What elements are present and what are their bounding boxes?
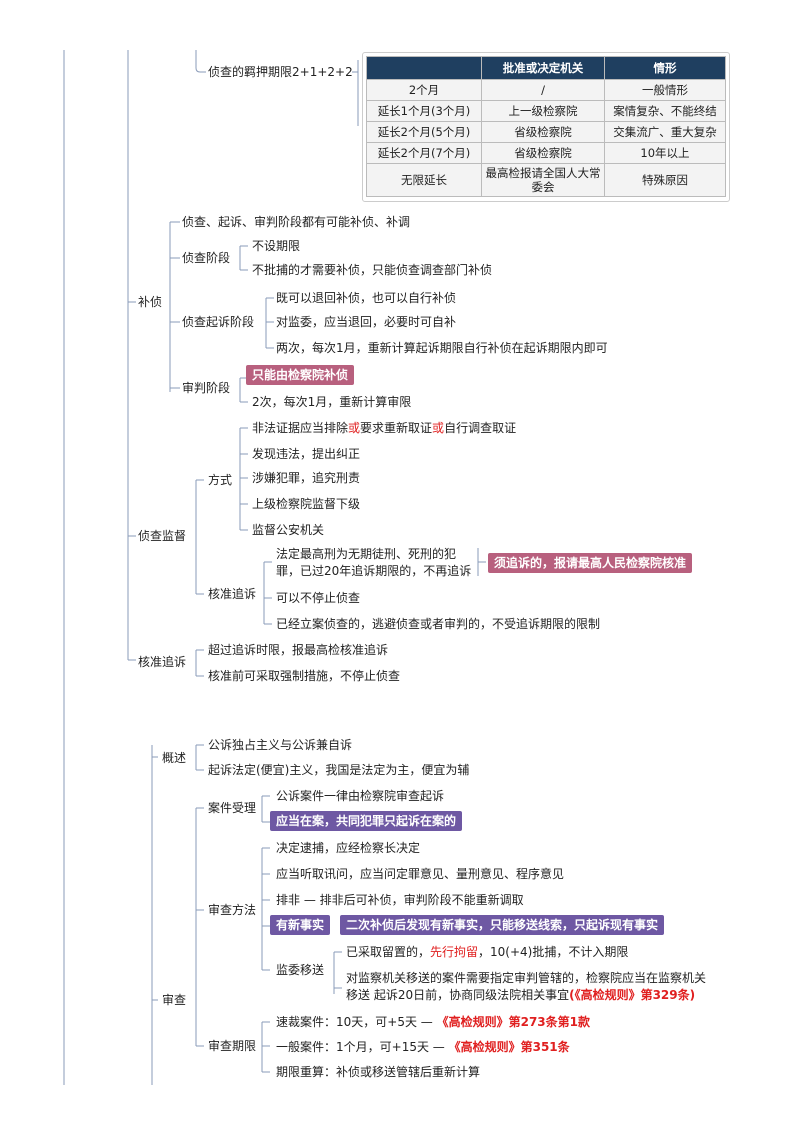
node-review-period: 审查期限 xyxy=(208,1039,257,1053)
status-badge: 有新事实 xyxy=(270,915,331,935)
node-approval-prosecution: 核准追诉 xyxy=(208,587,257,601)
node-investigation-stage: 侦查阶段 xyxy=(182,251,231,265)
buzhen-intro: 侦查、起诉、审判阶段都有可能补侦、补调 xyxy=(182,215,411,229)
list-item: 监督公安机关 xyxy=(252,523,325,537)
list-item: 既可以退回补侦，也可以自行补侦 xyxy=(276,291,457,305)
node-review: 审查 xyxy=(162,993,187,1007)
period-text: 速裁案件：10天，可+5天 — xyxy=(276,1015,437,1029)
list-item: 速裁案件：10天，可+5天 — 《高检规则》第273条第1款 xyxy=(276,1014,590,1030)
method-or: 或 xyxy=(432,421,445,435)
table-cell: 最高检报请全国人大常委会 xyxy=(481,163,605,197)
node-acceptance: 案件受理 xyxy=(208,801,257,815)
list-item: 公诉案件一律由检察院审查起诉 xyxy=(276,789,445,803)
table-cell: / xyxy=(481,79,605,101)
table-cell: 10年以上 xyxy=(604,142,726,164)
list-item: 决定逮捕，应经检察长决定 xyxy=(276,841,421,855)
list-item: 期限重算：补侦或移送管辖后重新计算 xyxy=(276,1065,481,1079)
list-item: 排非 — 排非后可补侦，审判阶段不能重新调取 xyxy=(276,893,524,907)
list-item: 可以不停止侦查 xyxy=(276,591,361,605)
list-item: 已经立案侦查的，逃避侦查或者审判的，不受追诉期限的限制 xyxy=(276,617,601,631)
list-item: 对监察机关移送的案件需要指定审判管辖的，检察院应当在监察机关移送 起诉20日前，… xyxy=(346,970,716,1004)
list-item: 超过追诉时限，报最高检核准追诉 xyxy=(208,643,389,657)
list-item: 非法证据应当排除或要求重新取证或自行调查取证 xyxy=(252,420,516,436)
node-prosecution-stage: 侦查起诉阶段 xyxy=(182,315,255,329)
table-cell: 上一级检察院 xyxy=(481,100,605,122)
node-overview: 概述 xyxy=(162,751,187,765)
table-row: 2个月 / 一般情形 xyxy=(366,79,726,101)
table-cell: 特殊原因 xyxy=(604,163,726,197)
table-cell: 省级检察院 xyxy=(481,121,605,143)
table-row: 无限延长 最高检报请全国人大常委会 特殊原因 xyxy=(366,163,726,197)
node-trial-stage: 审判阶段 xyxy=(182,381,231,395)
transfer-text: 已采取留置的， xyxy=(346,945,431,959)
list-item: 不批捕的才需要补侦，只能侦查调查部门补侦 xyxy=(252,263,493,277)
table-cell: 延长2个月(5个月) xyxy=(366,121,482,143)
method-text: 自行调查取证 xyxy=(444,421,517,435)
table-header xyxy=(366,56,482,80)
period-highlight: 《高检规则》第273条第1款 xyxy=(436,1015,590,1029)
status-badge: 应当在案，共同犯罪只起诉在案的 xyxy=(270,811,463,831)
node-methods: 方式 xyxy=(208,473,233,487)
table-cell: 2个月 xyxy=(366,79,482,101)
table-cell: 延长1个月(3个月) xyxy=(366,100,482,122)
table-cell: 案情复杂、不能终结 xyxy=(604,100,726,122)
status-badge: 只能由检察院补侦 xyxy=(246,365,355,385)
status-badge: 须追诉的，报请最高人民检察院核准 xyxy=(488,553,693,573)
transfer-text: 对监察机关移送的案件需要指定审判管辖的，检察院应当在监察机关移送 起诉20日前，… xyxy=(346,971,707,1002)
list-item: 2次，每次1月，重新计算审限 xyxy=(252,395,412,409)
table-cell: 省级检察院 xyxy=(481,142,605,164)
list-item: 对监委，应当退回，必要时可自补 xyxy=(276,315,457,329)
list-item: 一般案件：1个月，可+15天 — 《高检规则》第351条 xyxy=(276,1039,570,1055)
method-text: 非法证据应当排除 xyxy=(252,421,349,435)
list-item: 上级检察院监督下级 xyxy=(252,497,361,511)
table-cell: 一般情形 xyxy=(604,79,726,101)
list-item: 核准前可采取强制措施，不停止侦查 xyxy=(208,669,401,683)
table-cell: 无限延长 xyxy=(366,163,482,197)
transfer-highlight: 先行拘留 xyxy=(430,945,479,959)
list-item: 起诉法定(便宜)主义，我国是法定为主，便宜为辅 xyxy=(208,763,470,777)
table-cell: 延长2个月(7个月) xyxy=(366,142,482,164)
period-highlight: 《高检规则》第351条 xyxy=(448,1040,570,1054)
list-item: 公诉独占主义与公诉兼自诉 xyxy=(208,738,353,752)
list-item: 两次，每次1月，重新计算起诉期限自行补侦在起诉期限内即可 xyxy=(276,341,608,355)
node-transfer: 监委移送 xyxy=(276,963,325,977)
table-row: 延长2个月(7个月) 省级检察院 10年以上 xyxy=(366,142,726,164)
list-item: 应当听取讯问，应当问定罪意见、量刑意见、程序意见 xyxy=(276,867,565,881)
node-review-method: 审查方法 xyxy=(208,903,257,917)
table-header: 批准或决定机关 xyxy=(481,56,605,80)
table-cell: 交集流广、重大复杂 xyxy=(604,121,726,143)
table-frame xyxy=(362,52,730,202)
transfer-text: ，10(+4)批捕，不计入期限 xyxy=(478,945,629,959)
detention-table: 批准或决定机关 情形 2个月 / 一般情形 延长1个月(3个月) 上一级检察院 … xyxy=(366,56,726,197)
table-row: 延长2个月(5个月) 省级检察院 交集流广、重大复杂 xyxy=(366,121,726,143)
detention-period-label: 侦查的羁押期限2+1+2+2 xyxy=(208,65,353,79)
method-text: 要求重新取证 xyxy=(360,421,433,435)
table-row: 延长1个月(3个月) 上一级检察院 案情复杂、不能终结 xyxy=(366,100,726,122)
list-item: 不设期限 xyxy=(252,239,301,253)
node-buzhen: 补侦 xyxy=(138,295,163,309)
period-text: 一般案件：1个月，可+15天 — xyxy=(276,1040,449,1054)
transfer-highlight: (《高检规则》第329条) xyxy=(569,988,696,1002)
list-item: 已采取留置的，先行拘留，10(+4)批捕，不计入期限 xyxy=(346,944,628,960)
list-item: 发现违法，提出纠正 xyxy=(252,447,361,461)
node-supervision: 侦查监督 xyxy=(138,529,187,543)
node-approval: 核准追诉 xyxy=(138,655,187,669)
list-item: 法定最高刑为无期徒刑、死刑的犯罪，已过20年追诉期限的，不再追诉 xyxy=(276,547,472,578)
method-or: 或 xyxy=(348,421,361,435)
status-badge: 二次补侦后发现有新事实，只能移送线索，只起诉现有事实 xyxy=(340,915,665,935)
list-item: 涉嫌犯罪，追究刑责 xyxy=(252,471,361,485)
table-header: 情形 xyxy=(604,56,726,80)
